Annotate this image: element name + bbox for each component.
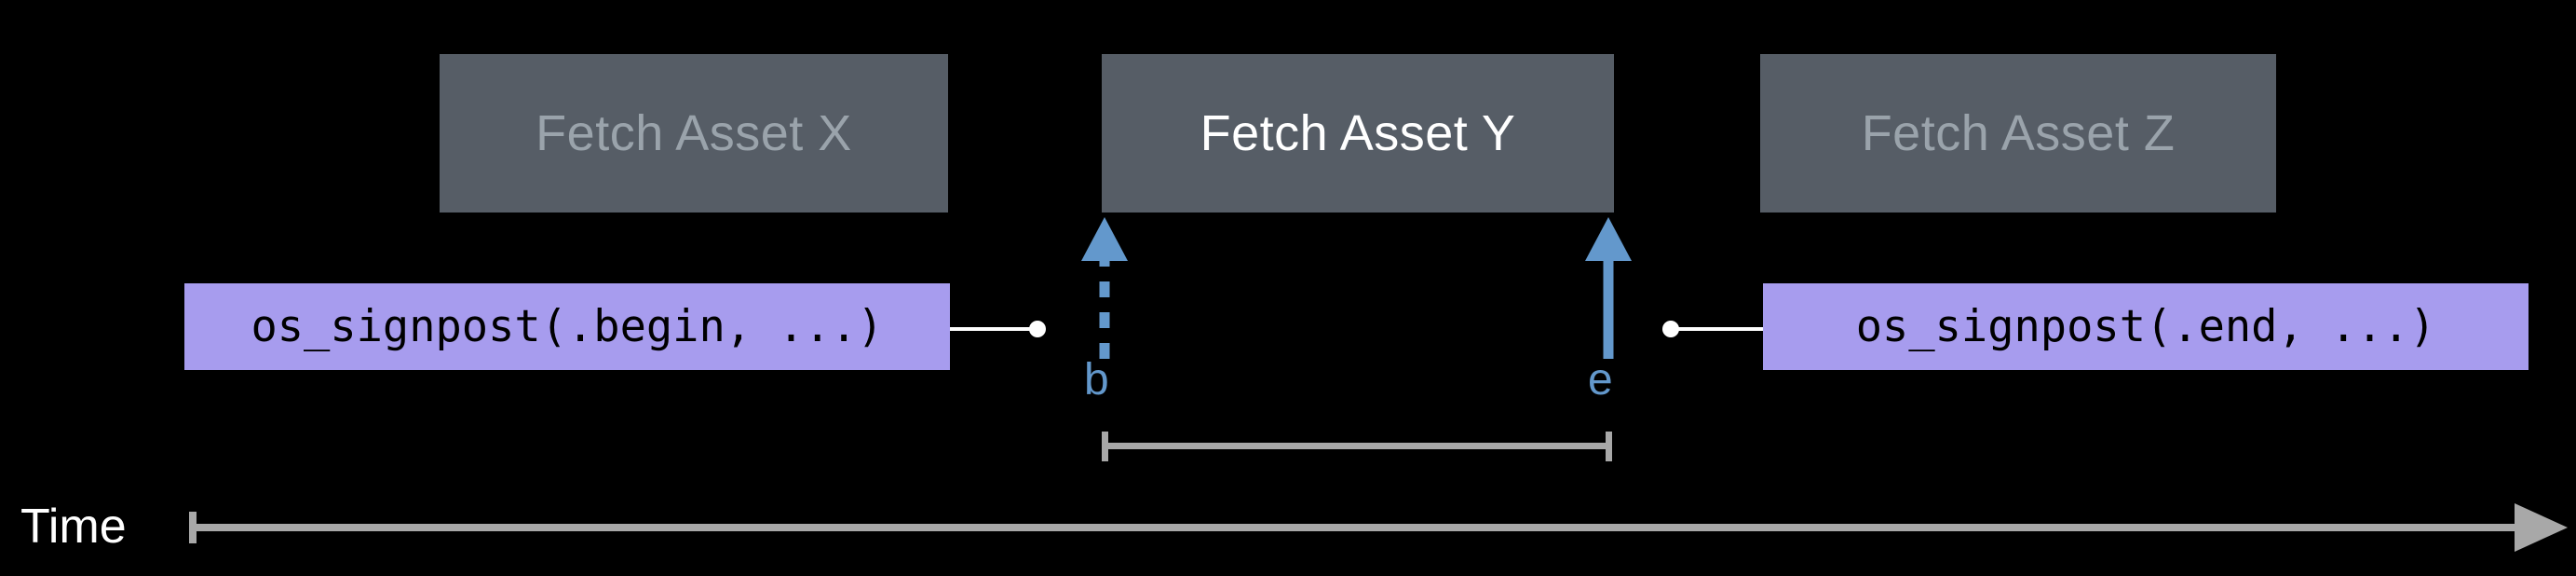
marker-end-arrow [1585, 217, 1632, 359]
duration-bar-line [1102, 443, 1612, 449]
task-box-label: Fetch Asset Z [1861, 105, 2176, 161]
leader-dot-end [1662, 321, 1679, 337]
task-box-label: Fetch Asset Y [1200, 105, 1516, 161]
leader-dot-begin [1029, 321, 1046, 337]
time-axis-label: Time [20, 500, 127, 554]
code-chip-signpost-begin: os_signpost(.begin, ...) [184, 283, 950, 370]
marker-label-b: b [1084, 355, 1109, 405]
task-box-fetch-asset-z: Fetch Asset Z [1760, 54, 2276, 213]
leader-line-end [1672, 327, 1763, 331]
leader-line-begin [950, 327, 1038, 331]
marker-begin-arrow [1081, 217, 1128, 359]
code-chip-signpost-end: os_signpost(.end, ...) [1763, 283, 2529, 370]
marker-label-e: e [1588, 355, 1613, 405]
time-axis-line [189, 524, 2527, 531]
code-chip-text: os_signpost(.end, ...) [1855, 301, 2436, 352]
duration-bar-cap-right [1606, 432, 1612, 461]
task-box-label: Fetch Asset X [536, 105, 852, 161]
task-box-fetch-asset-x: Fetch Asset X [440, 54, 948, 213]
task-box-fetch-asset-y: Fetch Asset Y [1102, 54, 1614, 213]
code-chip-text: os_signpost(.begin, ...) [251, 301, 884, 352]
